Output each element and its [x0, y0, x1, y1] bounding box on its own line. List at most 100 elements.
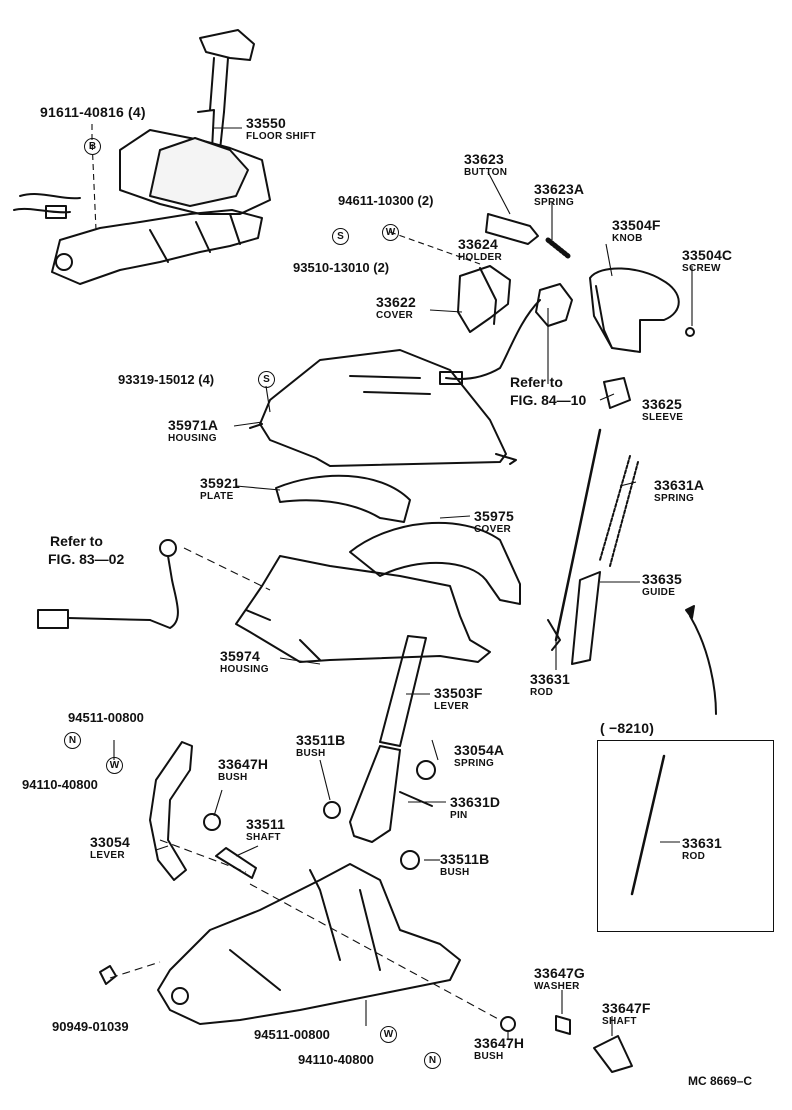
part-94511-number-upper: 94511-00800 — [68, 710, 144, 725]
part-35921-name: PLATE — [200, 491, 234, 502]
bush-left — [203, 813, 221, 831]
shift-knob — [589, 267, 695, 353]
part-33631A-number: 33631A — [654, 477, 705, 493]
side-lever — [149, 741, 193, 881]
part-33631D-number: 33631D — [450, 794, 501, 810]
part-33550-name: FLOOR SHIFT — [246, 131, 316, 142]
part-33625-name: SLEEVE — [642, 412, 684, 423]
part-33631A-name: SPRING — [654, 493, 695, 504]
part-33624-number: 33624 — [458, 236, 498, 252]
part-90949-number: 90949-01039 — [52, 1019, 129, 1034]
part-93319-number: 93319-15012 (4) — [118, 372, 215, 387]
inset-arrow — [689, 615, 717, 715]
part-33631-name: ROD — [530, 687, 554, 698]
shaft — [215, 847, 257, 879]
part-35971A-number: 35971A — [168, 417, 219, 433]
part-33625-number: 33625 — [642, 396, 682, 412]
plate — [275, 474, 411, 523]
part-33511-number: 33511 — [246, 816, 286, 832]
part-33550-number: 33550 — [246, 115, 286, 131]
button-and-spring — [485, 213, 571, 259]
part-33511B-name-upper: BUSH — [296, 748, 326, 759]
part-94611-number: 94611-10300 (2) — [338, 193, 434, 208]
part-33647H-name-upper: BUSH — [218, 772, 248, 783]
refer-fig83-line2: FIG. 83—02 — [48, 551, 125, 567]
screw-symbol-s-2: S — [258, 371, 275, 388]
part-33631D-name: PIN — [450, 810, 468, 821]
part-33647H-number-lower: 33647H — [474, 1035, 525, 1051]
part-93510-number: 93510-13010 (2) — [293, 260, 390, 275]
lever-link — [349, 745, 401, 843]
washer-symbol-w-3: W — [380, 1026, 397, 1043]
part-33631-number: 33631 — [530, 671, 570, 687]
part-33054A-name: SPRING — [454, 758, 495, 769]
part-33504F-number: 33504F — [612, 217, 661, 233]
part-33511-name: SHAFT — [246, 832, 281, 843]
spring-coil — [416, 760, 436, 780]
part-33623A-number: 33623A — [534, 181, 585, 197]
bolt-symbol-b: B — [84, 138, 101, 155]
part-91611-number: 91611-40816 (4) — [40, 104, 146, 120]
leader-lines — [91, 124, 693, 1040]
part-33623A-name: SPRING — [534, 197, 575, 208]
refer-fig84-line2: FIG. 84—10 — [510, 392, 587, 408]
part-33624-name: HOLDER — [458, 252, 503, 263]
part-33635-number: 33635 — [642, 571, 682, 587]
part-33647F-number: 33647F — [602, 1000, 651, 1016]
part-33623-name: BUTTON — [464, 167, 508, 178]
part-33503F-name: LEVER — [434, 701, 469, 712]
part-33647H-name-lower: BUSH — [474, 1051, 504, 1062]
part-94511-number-lower: 94511-00800 — [254, 1027, 330, 1042]
pin — [399, 791, 433, 807]
part-33511B-number-lower: 33511B — [440, 851, 490, 867]
base-bracket — [99, 863, 461, 1025]
screw-symbol-s: S — [332, 228, 349, 245]
inset-range-label: ( −8210) — [600, 720, 655, 736]
lever-tube — [379, 635, 427, 747]
part-94110-number-lower: 94110-40800 — [298, 1052, 374, 1067]
part-33054-number: 33054 — [90, 834, 130, 850]
part-33622-number: 33622 — [376, 294, 416, 310]
part-33635-name: GUIDE — [642, 587, 676, 598]
lower-housing-and-cover — [235, 521, 521, 663]
part-94110-number-upper: 94110-40800 — [22, 777, 98, 792]
part-33504C-number: 33504C — [682, 247, 733, 263]
part-35974-number: 35974 — [220, 648, 260, 664]
part-33631-inset-number: 33631 — [682, 835, 722, 851]
part-33647H-number-upper: 33647H — [218, 756, 269, 772]
bush-upper — [323, 801, 341, 819]
part-35974-name: HOUSING — [220, 664, 269, 675]
part-35975-name: COVER — [474, 524, 512, 535]
upper-housing — [249, 349, 517, 467]
part-35975-number: 35975 — [474, 508, 514, 524]
floor-shift-assembly — [13, 29, 271, 285]
nut-symbol-n: N — [64, 732, 81, 749]
washer — [555, 1015, 571, 1035]
holder-and-cover — [457, 265, 511, 333]
catalog-code: MC 8669–C — [688, 1074, 753, 1088]
part-33054-name: LEVER — [90, 850, 125, 861]
part-33647F-name: SHAFT — [602, 1016, 637, 1027]
inset-box — [597, 740, 774, 932]
refer-fig84-line1: Refer to — [510, 374, 563, 390]
inset-rod — [630, 754, 666, 896]
part-35921-number: 35921 — [200, 475, 240, 491]
shift-switch-lead — [439, 283, 573, 385]
part-33511B-name-lower: BUSH — [440, 867, 470, 878]
part-33054A-number: 33054A — [454, 742, 505, 758]
shaft-lower-right — [593, 1035, 633, 1073]
part-33503F-number: 33503F — [434, 685, 483, 701]
nut-symbol-n-2: N — [424, 1052, 441, 1069]
washer-symbol-w-2: W — [106, 757, 123, 774]
washer-symbol-w: W — [382, 224, 399, 241]
bush-lower — [400, 850, 420, 870]
part-33511B-number-upper: 33511B — [296, 732, 346, 748]
part-33647G-number: 33647G — [534, 965, 586, 981]
part-33647G-name: WASHER — [534, 981, 580, 992]
rod-spring-guide — [547, 428, 639, 665]
bush-lower-right — [500, 1016, 516, 1032]
part-33504F-name: KNOB — [612, 233, 643, 244]
part-35971A-name: HOUSING — [168, 433, 217, 444]
